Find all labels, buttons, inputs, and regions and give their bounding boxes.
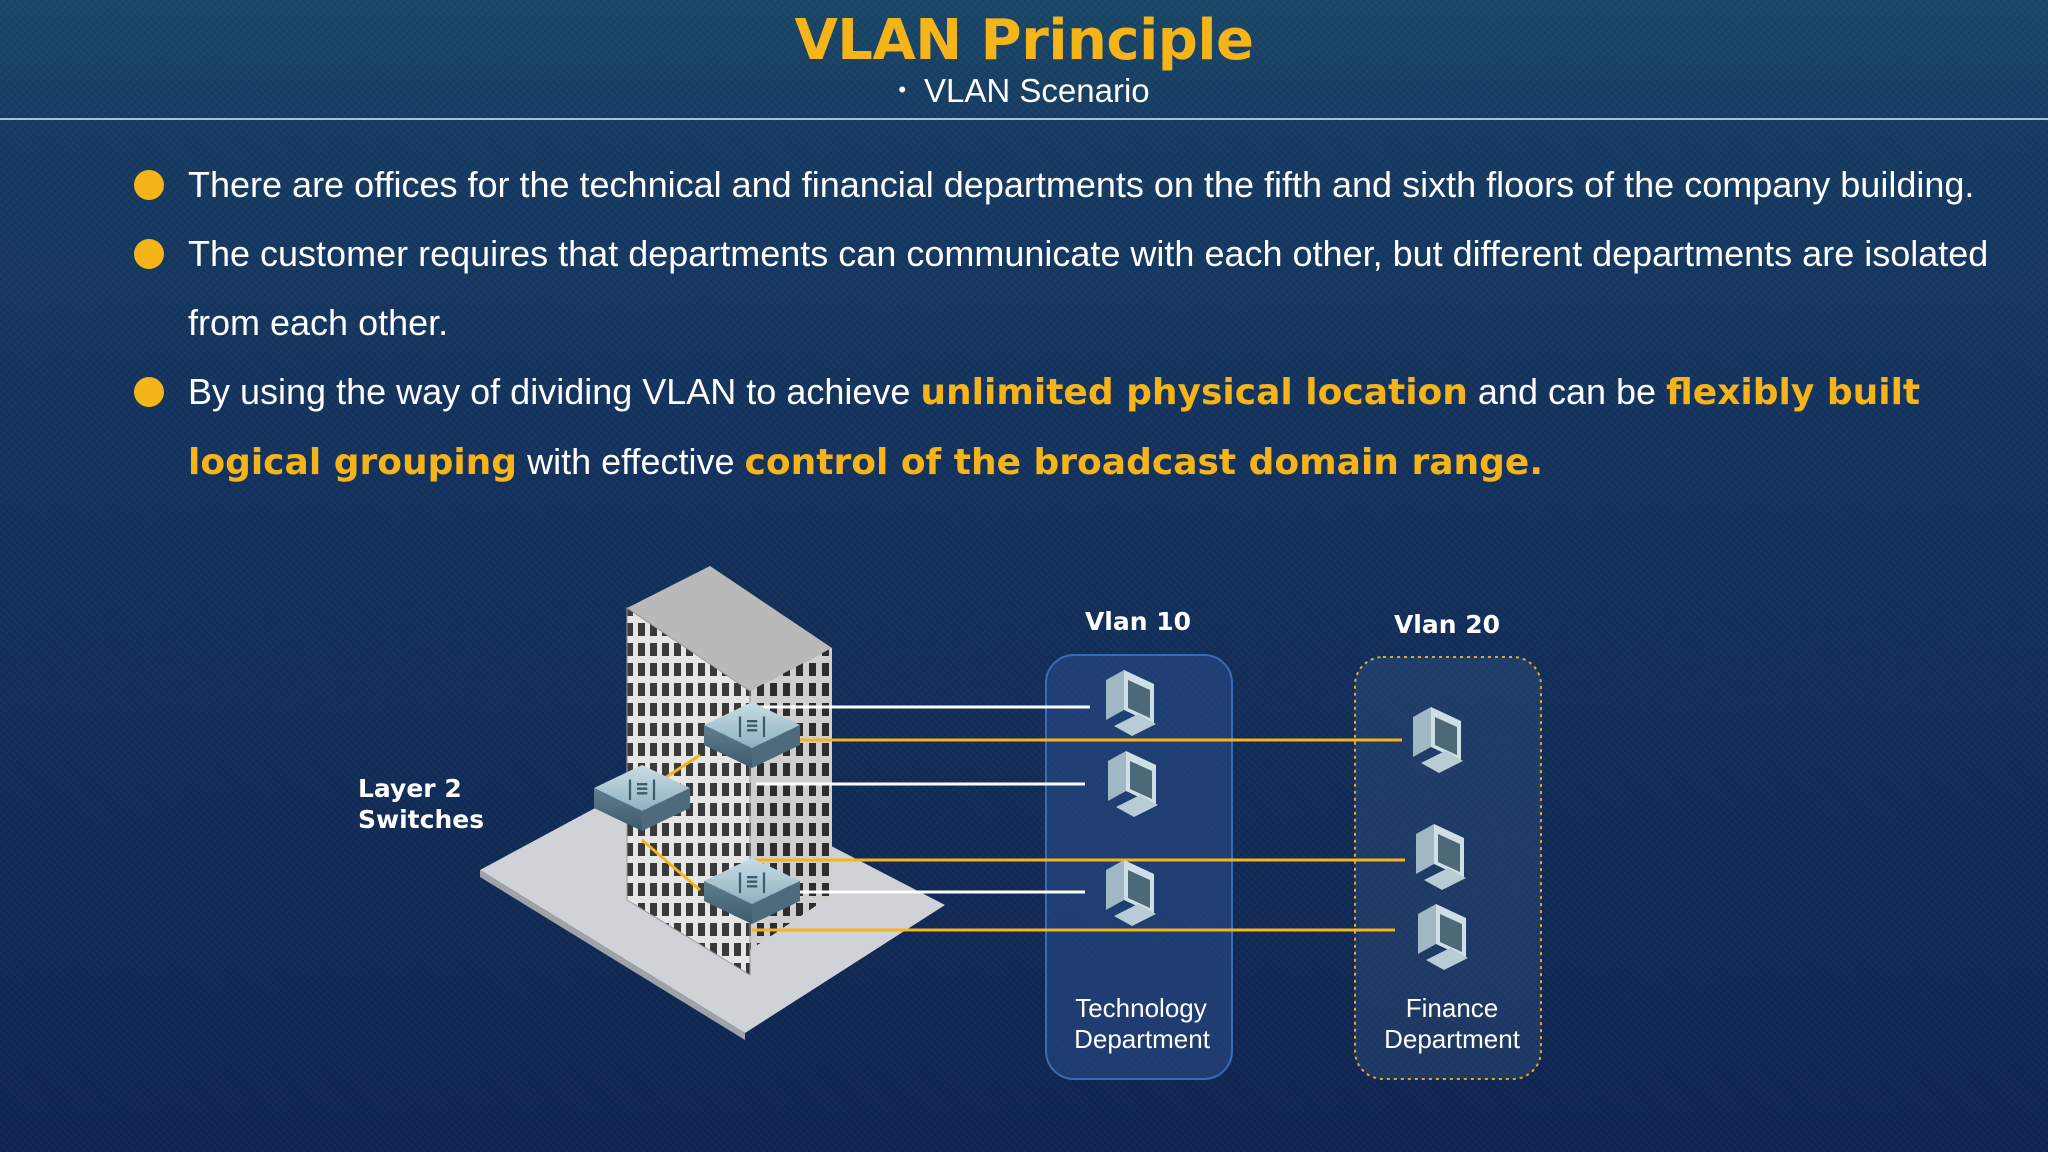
highlight-text: control of the broadcast domain range.: [744, 442, 1543, 483]
desktop-pc-icon: [1413, 707, 1463, 773]
bullet-dot-icon: [134, 239, 164, 269]
desktop-pc-icon: [1108, 751, 1158, 817]
highlight-text: unlimited physical location: [920, 372, 1468, 413]
svg-text:|≡|: |≡|: [734, 713, 770, 737]
svg-text:|≡|: |≡|: [734, 869, 770, 893]
vlan10-label: Vlan 10: [1085, 607, 1191, 636]
desktop-pc-icon: [1416, 824, 1466, 890]
bullet-text: and can be: [1467, 371, 1667, 412]
svg-text:|≡|: |≡|: [624, 776, 660, 800]
vlan10-links: [756, 705, 1090, 894]
vlan20-links: [641, 738, 1405, 932]
page-title: VLAN Principle: [794, 8, 1254, 73]
technology-dept-label-line2: Department: [1074, 1024, 1211, 1054]
desktop-pc-icon: [1106, 860, 1156, 926]
page-subtitle: • VLAN Scenario: [0, 72, 2048, 110]
bullet-dot-icon: [134, 377, 164, 407]
bullet-dot-icon: [134, 170, 164, 200]
bullet-item-1: There are offices for the technical and …: [130, 150, 1990, 219]
bullet-text: By using the way of dividing VLAN to ach…: [188, 371, 921, 412]
finance-dept-label-line1: Finance: [1406, 993, 1499, 1023]
office-building-icon: [480, 566, 945, 1040]
link-stack-2: [641, 838, 701, 892]
switch-icon: |≡|: [594, 765, 690, 831]
technology-dept-label-line1: Technology: [1075, 993, 1207, 1023]
subtitle-bullet-icon: •: [898, 77, 907, 102]
subtitle-text: VLAN Scenario: [924, 72, 1150, 109]
bullet-list: There are offices for the technical and …: [130, 150, 1990, 497]
vlan20-label: Vlan 20: [1394, 610, 1500, 639]
bullet-text: There are offices for the technical and …: [188, 164, 1975, 205]
bullet-text: with effective: [517, 441, 745, 482]
switches-label-line1: Layer 2: [358, 774, 462, 803]
switches-label-line2: Switches: [358, 805, 484, 834]
desktop-pc-icon: [1106, 670, 1156, 736]
bullet-text: The customer requires that departments c…: [188, 233, 1989, 343]
switch-icon: |≡|: [704, 702, 800, 768]
desktop-pc-icon: [1418, 904, 1468, 970]
switch-icon: |≡|: [704, 858, 800, 924]
highlight-text: flexibly built logical grouping: [188, 372, 1921, 483]
header-divider: [0, 118, 2048, 120]
finance-dept-label-line2: Department: [1384, 1024, 1521, 1054]
bullet-item-2: The customer requires that departments c…: [130, 219, 1990, 357]
bullet-item-3: By using the way of dividing VLAN to ach…: [130, 357, 1990, 497]
